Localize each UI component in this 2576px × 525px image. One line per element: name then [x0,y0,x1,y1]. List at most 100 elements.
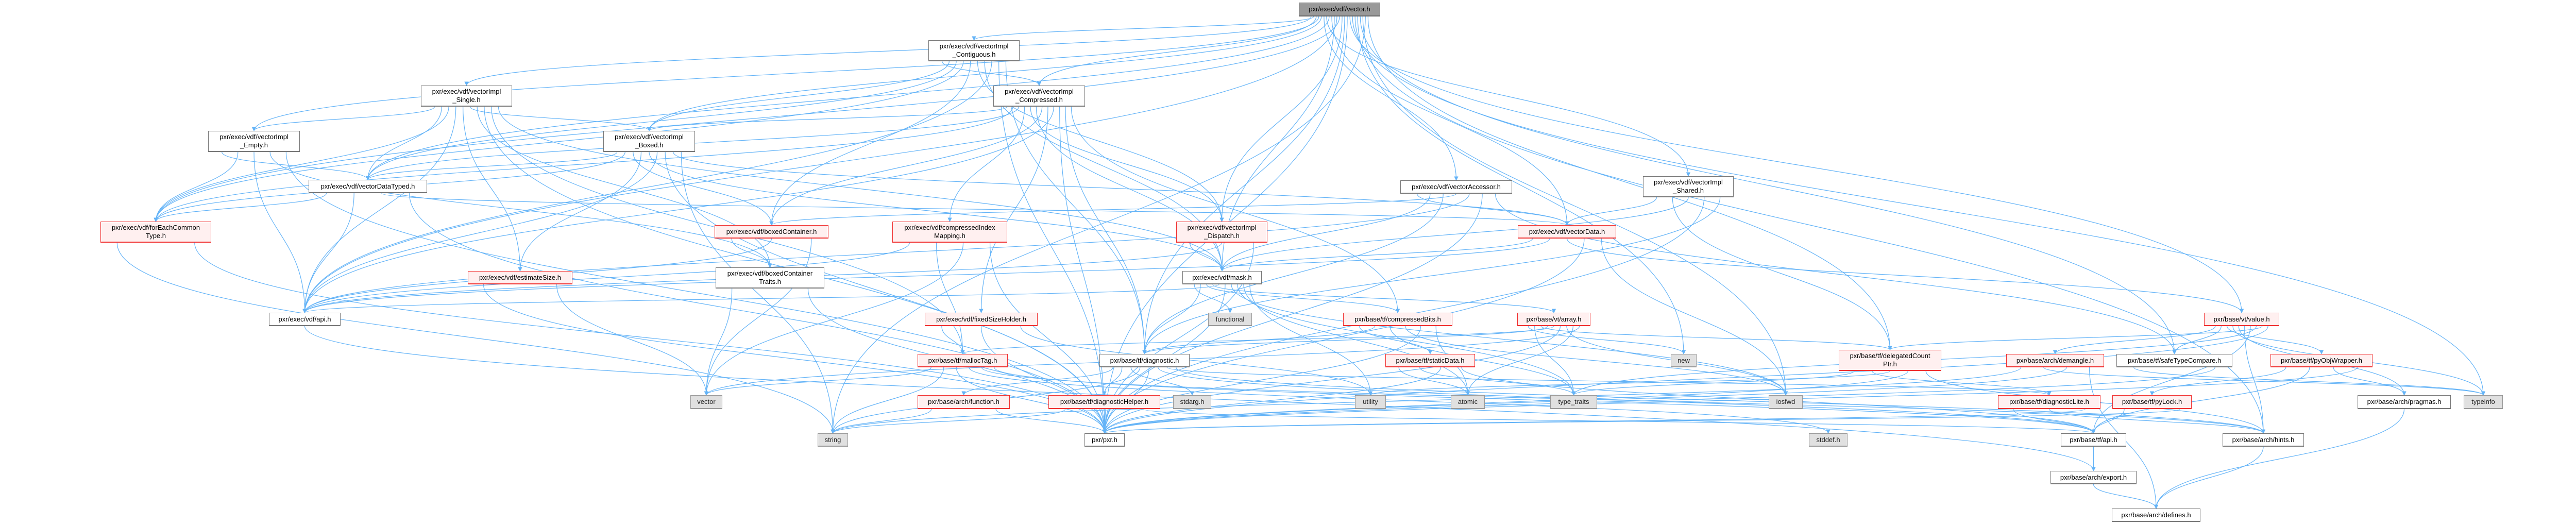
edge-export-to-defines [2093,484,2159,509]
node-type-traits[interactable]: type_traits [1550,395,1597,409]
node-traits[interactable]: pxr/exec/vdf/boxedContainer Traits.h [716,267,824,289]
edge-staticData-to-atomic [1398,367,1470,396]
edge-contig-to-dataTyped [365,61,957,180]
edge-fixedSizeHolder-to-mallocTag [941,326,965,354]
edge-estimateSize-to-pxr [483,284,1107,434]
edge-cim-to-api [302,242,910,313]
edge-accessor-to-mask [1219,193,1431,272]
edge-mallocTag-to-pxr [956,367,1107,434]
edge-pyObj-to-pxr [1103,367,2358,434]
edge-contig-to-compressed [941,61,1042,86]
edge-mask-to-diagnostic [1142,284,1201,354]
edge-compressed-to-dispatch [1030,106,1224,222]
edge-array-to-new [1528,326,1686,354]
node-py-lock[interactable]: pxr/base/tf/pyLock.h [2112,395,2192,409]
edge-contig-to-boxed [647,61,950,131]
node-utility[interactable]: utility [1355,395,1386,409]
edge-compressed-to-compressedBits [1071,106,1400,313]
edge-empty-to-forEach [154,151,239,222]
node-demangle[interactable]: pxr/base/arch/demangle.h [2006,354,2104,367]
node-delegated[interactable]: pxr/base/tf/delegatedCount Ptr.h [1839,350,1941,371]
node-hints[interactable]: pxr/base/arch/hints.h [2223,433,2304,447]
node-dispatch[interactable]: pxr/exec/vdf/vectorImpl _Dispatch.h [1176,222,1267,243]
node-vector-data[interactable]: pxr/exec/vdf/vectorData.h [1518,225,1616,239]
node-malloc-tag[interactable]: pxr/base/tf/mallocTag.h [918,354,1008,367]
node-contig[interactable]: pxr/exec/vdf/vectorImpl _Contiguous.h [928,40,1020,61]
edge-accessor-to-safeType [1495,193,2177,354]
edge-root-to-string [831,16,1366,434]
node-atomic[interactable]: atomic [1451,395,1485,409]
node-boxed-container[interactable]: pxr/exec/vdf/boxedContainer.h [715,225,828,239]
node-string[interactable]: string [818,433,848,447]
edge-vectorData-to-value [1566,238,2244,313]
edge-vectorData-to-api [302,238,1550,313]
edge-dispatch-to-mask [1189,242,1225,272]
edge-contig-to-pxr [998,61,1107,434]
node-stdarg[interactable]: stdarg.h [1173,395,1211,409]
edge-dataTyped-to-pxr [409,193,1107,434]
edge-value-to-delegated [1888,326,2263,350]
edge-traits-to-vector [704,288,733,396]
node-export[interactable]: pxr/base/arch/export.h [2050,471,2137,484]
edge-estimateSize-to-vector [556,284,709,396]
node-typeinfo[interactable]: typeinfo [2464,395,2503,409]
edge-root-to-compressed [1037,16,1317,86]
edge-value-to-hints [2244,326,2266,434]
edge-pyLock-to-pxr [1103,409,2180,434]
node-defines[interactable]: pxr/base/arch/defines.h [2112,509,2200,522]
node-single[interactable]: pxr/exec/vdf/vectorImpl _Single.h [421,86,512,107]
node-new[interactable]: new [1671,354,1697,367]
node-pxr[interactable]: pxr/pxr.h [1084,433,1125,447]
node-functional[interactable]: functional [1208,313,1252,326]
node-diagnostic[interactable]: pxr/base/tf/diagnostic.h [1099,354,1190,367]
node-data-typed[interactable]: pxr/exec/vdf/vectorDataTyped.h [309,180,427,193]
node-estimate-size[interactable]: pxr/exec/vdf/estimateSize.h [468,271,572,284]
edge-root-to-new [1357,16,1686,354]
edge-root-to-dataTyped [365,16,1330,180]
node-diag-lite[interactable]: pxr/base/tf/diagnosticLite.h [1998,395,2100,409]
edge-boxed-to-string [681,151,835,434]
edge-boxed-to-dataTyped [365,151,618,180]
edge-single-to-estimateSize [463,106,522,272]
node-tfapi[interactable]: pxr/base/tf/api.h [2061,433,2126,447]
node-diag-helper[interactable]: pxr/base/tf/diagnosticHelper.h [1048,395,1160,409]
node-root[interactable]: pxr/exec/vdf/vector.h [1299,3,1380,16]
edge-compressed-to-cim [947,106,1025,222]
node-array[interactable]: pxr/base/vt/array.h [1517,313,1590,326]
node-mask[interactable]: pxr/exec/vdf/mask.h [1182,271,1262,284]
node-fixed-size-holder[interactable]: pxr/exec/vdf/fixedSizeHolder.h [925,313,1038,326]
node-boxed[interactable]: pxr/exec/vdf/vectorImpl _Boxed.h [603,131,695,152]
node-api[interactable]: pxr/exec/vdf/api.h [269,313,341,326]
node-empty[interactable]: pxr/exec/vdf/vectorImpl _Empty.h [208,131,300,152]
node-stddef[interactable]: stddef.h [1809,433,1848,447]
edge-root-to-api [302,16,1337,313]
node-shared[interactable]: pxr/exec/vdf/vectorImpl _Shared.h [1643,176,1734,197]
edge-shared-to-delegated [1672,197,1892,350]
edge-hints-to-defines [2154,446,2264,509]
edge-compressed-to-boxed [647,106,1008,131]
edge-boxed-to-pxr [665,151,1107,434]
node-arch-function[interactable]: pxr/base/arch/function.h [918,395,1010,409]
edge-vectorData-to-iosfwd [1601,238,1788,396]
edge-compressed-to-forEach [154,106,1013,222]
edge-root-to-vectorData [1331,16,1569,226]
node-pragmas[interactable]: pxr/base/arch/pragmas.h [2358,395,2451,409]
edge-diagLite-to-pxr [1103,409,2086,434]
node-compressed[interactable]: pxr/exec/vdf/vectorImpl _Compressed.h [993,86,1085,107]
node-py-obj[interactable]: pxr/base/tf/pyObjWrapper.h [2270,354,2372,367]
node-cim[interactable]: pxr/exec/vdf/compressedIndex Mapping.h [892,222,1007,243]
edge-pyObj-to-pragmas [2333,367,2406,396]
edge-mallocTag-to-tfapi [994,367,2096,434]
edge-staticData-to-type_traits [1419,367,1576,396]
node-static-data[interactable]: pxr/base/tf/staticData.h [1385,354,1475,367]
node-for-each[interactable]: pxr/exec/vdf/forEachCommon Type.h [100,222,211,243]
edge-safeType-to-pxr [1103,367,2215,434]
node-vector[interactable]: vector [690,395,722,409]
node-compressed-bits[interactable]: pxr/base/tf/compressedBits.h [1343,313,1452,326]
edge-accessor-to-diagnostic [1142,193,1444,354]
node-safe-type[interactable]: pxr/base/tf/safeTypeCompare.h [2116,354,2232,367]
node-iosfwd[interactable]: iosfwd [1769,395,1803,409]
node-accessor[interactable]: pxr/exec/vdf/vectorAccessor.h [1400,180,1512,194]
node-value[interactable]: pxr/base/vt/value.h [2204,313,2279,326]
edge-empty-to-traits [269,151,772,268]
